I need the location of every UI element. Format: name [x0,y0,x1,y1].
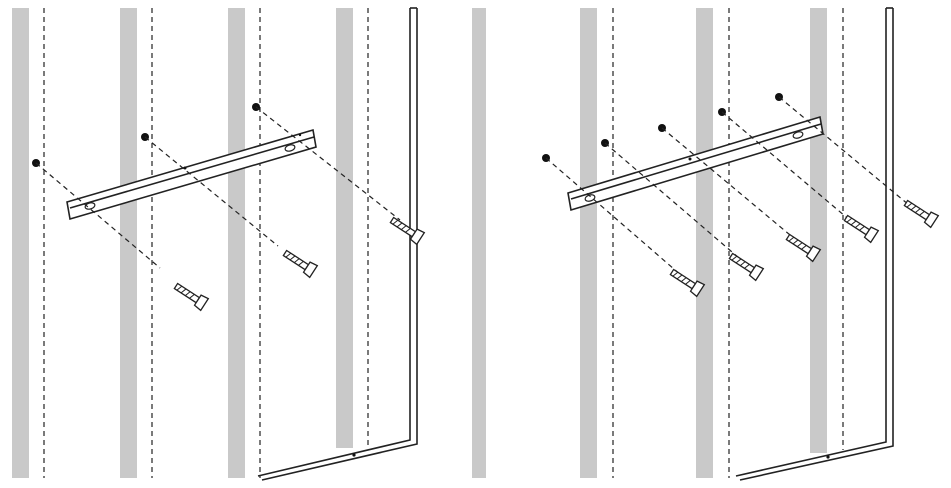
wall-stud [120,8,137,478]
screw [728,252,765,282]
alignment-line [661,127,797,241]
left-panel [12,7,426,481]
wall-stud [12,8,29,478]
wall-stud [580,8,597,478]
panel-frame [735,7,894,481]
mounting-bracket [66,128,317,221]
wall-stud [472,8,486,478]
alignment-line [778,96,910,206]
screw [282,249,319,279]
alignment-line [545,157,683,277]
panel-frame [257,7,418,481]
alignment-line [255,106,401,221]
alignment-line [604,142,740,259]
screw [903,199,940,229]
wall-stud [228,8,245,478]
alignment-line [35,162,161,269]
screw [173,282,210,312]
screw [785,233,822,263]
wall-stud [810,8,827,453]
screw [669,268,706,298]
wall-stud [336,8,353,448]
screw [389,216,426,246]
alignment-line [721,111,853,223]
alignment-line [144,136,279,247]
mounting-bracket [567,115,824,212]
wall-stud [696,8,713,478]
screw [843,214,880,244]
right-panel [472,7,940,481]
